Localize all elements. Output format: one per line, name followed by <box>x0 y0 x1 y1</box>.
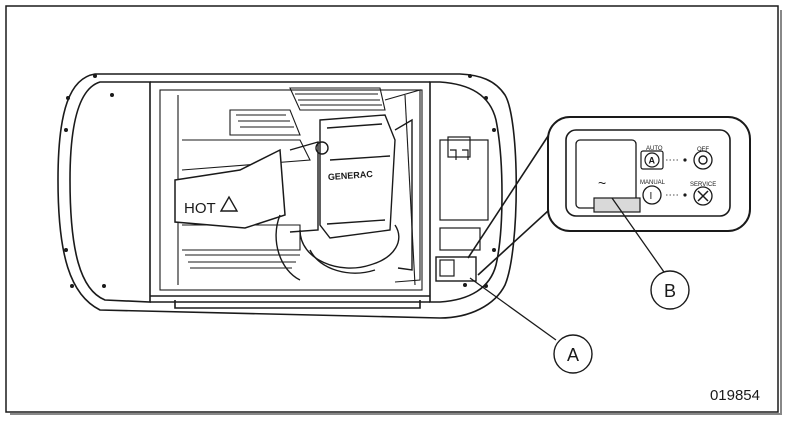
hot-warning-plate: HOT <box>174 148 286 229</box>
leader-line-a <box>469 277 557 341</box>
callout-b <box>650 270 690 310</box>
service-wrench-icon <box>697 190 709 202</box>
tilde-glyph: ~ <box>598 175 606 191</box>
warning-triangle-icon <box>219 195 239 212</box>
control-panel-zoom: ~ AUTO A OFF MANUAL I SERVICE <box>547 116 751 232</box>
hot-label: HOT <box>184 200 216 217</box>
generator-housing <box>57 73 517 319</box>
engine-block <box>275 114 413 281</box>
callout-a-label: A <box>567 345 579 365</box>
controller-location <box>435 256 477 287</box>
off-icon <box>698 155 708 165</box>
off-label: OFF <box>697 147 709 153</box>
zoom-line-top <box>467 129 553 259</box>
service-label: SERVICE <box>690 182 716 188</box>
leader-line-b <box>611 197 665 273</box>
callout-a <box>553 334 593 374</box>
auto-glyph: A <box>649 156 656 166</box>
manual-glyph: I <box>650 191 653 202</box>
callout-b-label: B <box>664 281 676 301</box>
manual-button[interactable] <box>642 185 662 205</box>
auto-label: AUTO <box>646 146 663 152</box>
right-bracket <box>439 136 489 251</box>
manual-label: MANUAL <box>640 180 666 186</box>
auto-icon <box>644 152 660 168</box>
housing-screws <box>64 74 496 288</box>
figure-number: 019854 <box>710 387 760 404</box>
brand-label: GENERAC <box>328 169 374 182</box>
off-button[interactable] <box>693 150 713 170</box>
zoom-line-bottom <box>477 199 561 276</box>
